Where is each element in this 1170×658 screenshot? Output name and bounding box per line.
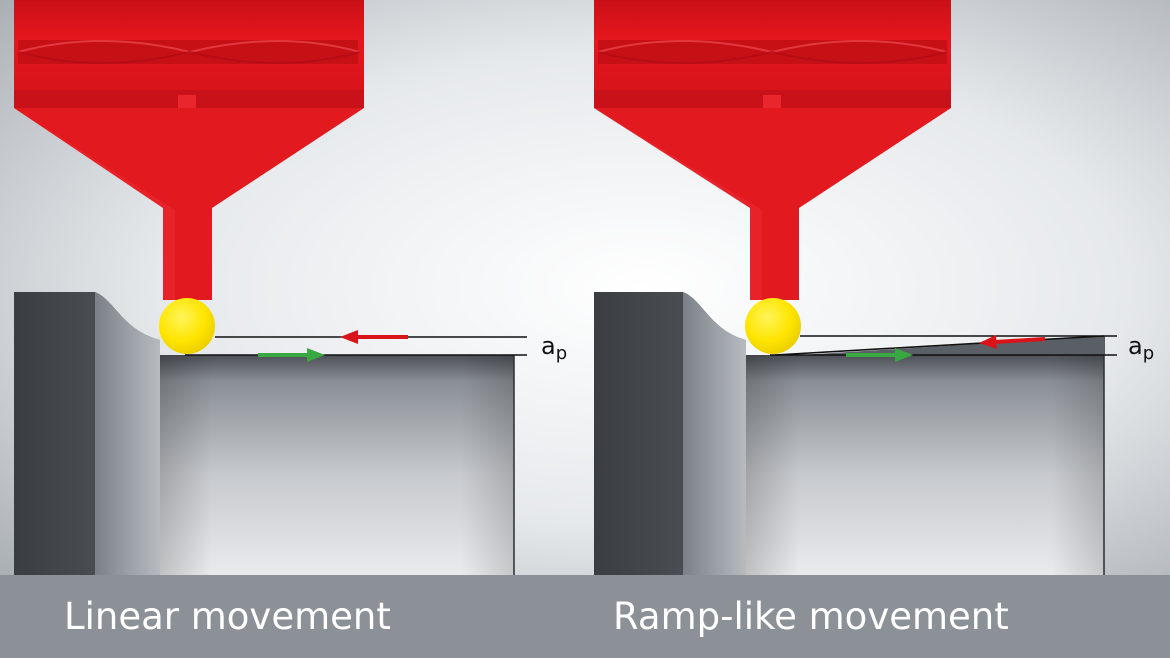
depth-label-left-sub: p — [555, 343, 568, 364]
round-insert-icon — [159, 298, 215, 354]
milling-tool-icon — [14, 0, 364, 300]
feed-arrow-right — [846, 348, 913, 362]
depth-label-left: ap — [541, 334, 567, 363]
workpiece-body-shade-left — [160, 355, 514, 575]
caption-bar — [0, 575, 1170, 658]
depth-label-left-main: a — [541, 332, 556, 360]
round-insert-icon — [745, 298, 801, 354]
workpiece-shoulder-right — [683, 292, 746, 575]
milling-tool-icon — [594, 0, 951, 300]
depth-label-right-main: a — [1128, 332, 1143, 360]
caption-ramp-like-movement: Ramp-like movement — [613, 595, 1009, 638]
depth-label-right: ap — [1128, 334, 1154, 363]
return-arrow-right — [979, 335, 1046, 349]
depth-label-right-sub: p — [1142, 343, 1155, 364]
workpiece-body-shade-right — [746, 355, 1104, 575]
panel-linear — [14, 0, 527, 575]
panel-ramp — [594, 0, 1117, 575]
workpiece-shoulder-left — [95, 292, 160, 575]
caption-linear-movement: Linear movement — [64, 595, 391, 638]
feed-arrow-left — [258, 348, 325, 362]
return-arrow-left — [340, 330, 408, 344]
ramp-path-line-right — [774, 335, 1105, 356]
